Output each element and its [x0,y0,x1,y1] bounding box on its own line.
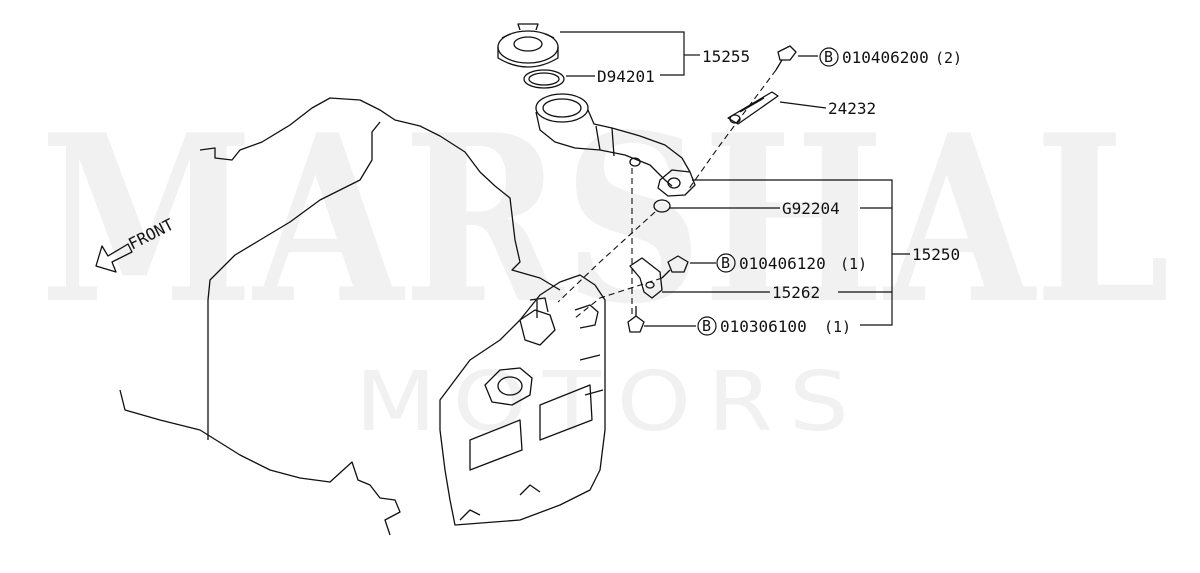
bolt-badge: B [702,317,711,335]
leader-lines [560,31,910,327]
callout-15250: 15250 [912,245,960,264]
oil-filler-pipe [535,93,696,197]
bolt-badge: B [824,48,833,66]
bolt-badge: B [721,254,730,272]
bolt-quantity: (2) [935,49,962,67]
oil-filler-cap [497,23,559,68]
callout-d94201: D94201 [597,67,655,86]
bolt-quantity: (1) [840,255,867,273]
o-ring [523,69,565,89]
bolt-part-number: 010306100 [720,317,807,336]
bolt-1 [775,45,797,71]
assembly-line [574,277,663,319]
callout-15255: 15255 [702,47,750,66]
bolt-3 [627,306,645,333]
bolt-part-number: 010406200 [842,48,929,67]
bolt-callout-1: B 010406200 (2) [819,47,962,67]
engine-block-outline [119,97,561,536]
gasket [653,199,671,213]
bolt-2 [661,255,689,279]
bolt-callout-3: B 010306100 (1) [697,316,851,336]
callout-g92204: G92204 [782,199,840,218]
watermark-sub: MOTORS [355,355,865,450]
bolt-callout-2: B 010406120 (1) [716,253,867,273]
assembly-line [687,69,777,191]
bolt-part-number: 010406120 [739,254,826,273]
callout-24232: 24232 [828,99,876,118]
bolt-quantity: (1) [824,318,851,336]
front-arrow-icon [95,243,133,273]
assembly-line [557,211,656,303]
callout-15262: 15262 [772,283,820,302]
cylinder-head [439,274,606,526]
